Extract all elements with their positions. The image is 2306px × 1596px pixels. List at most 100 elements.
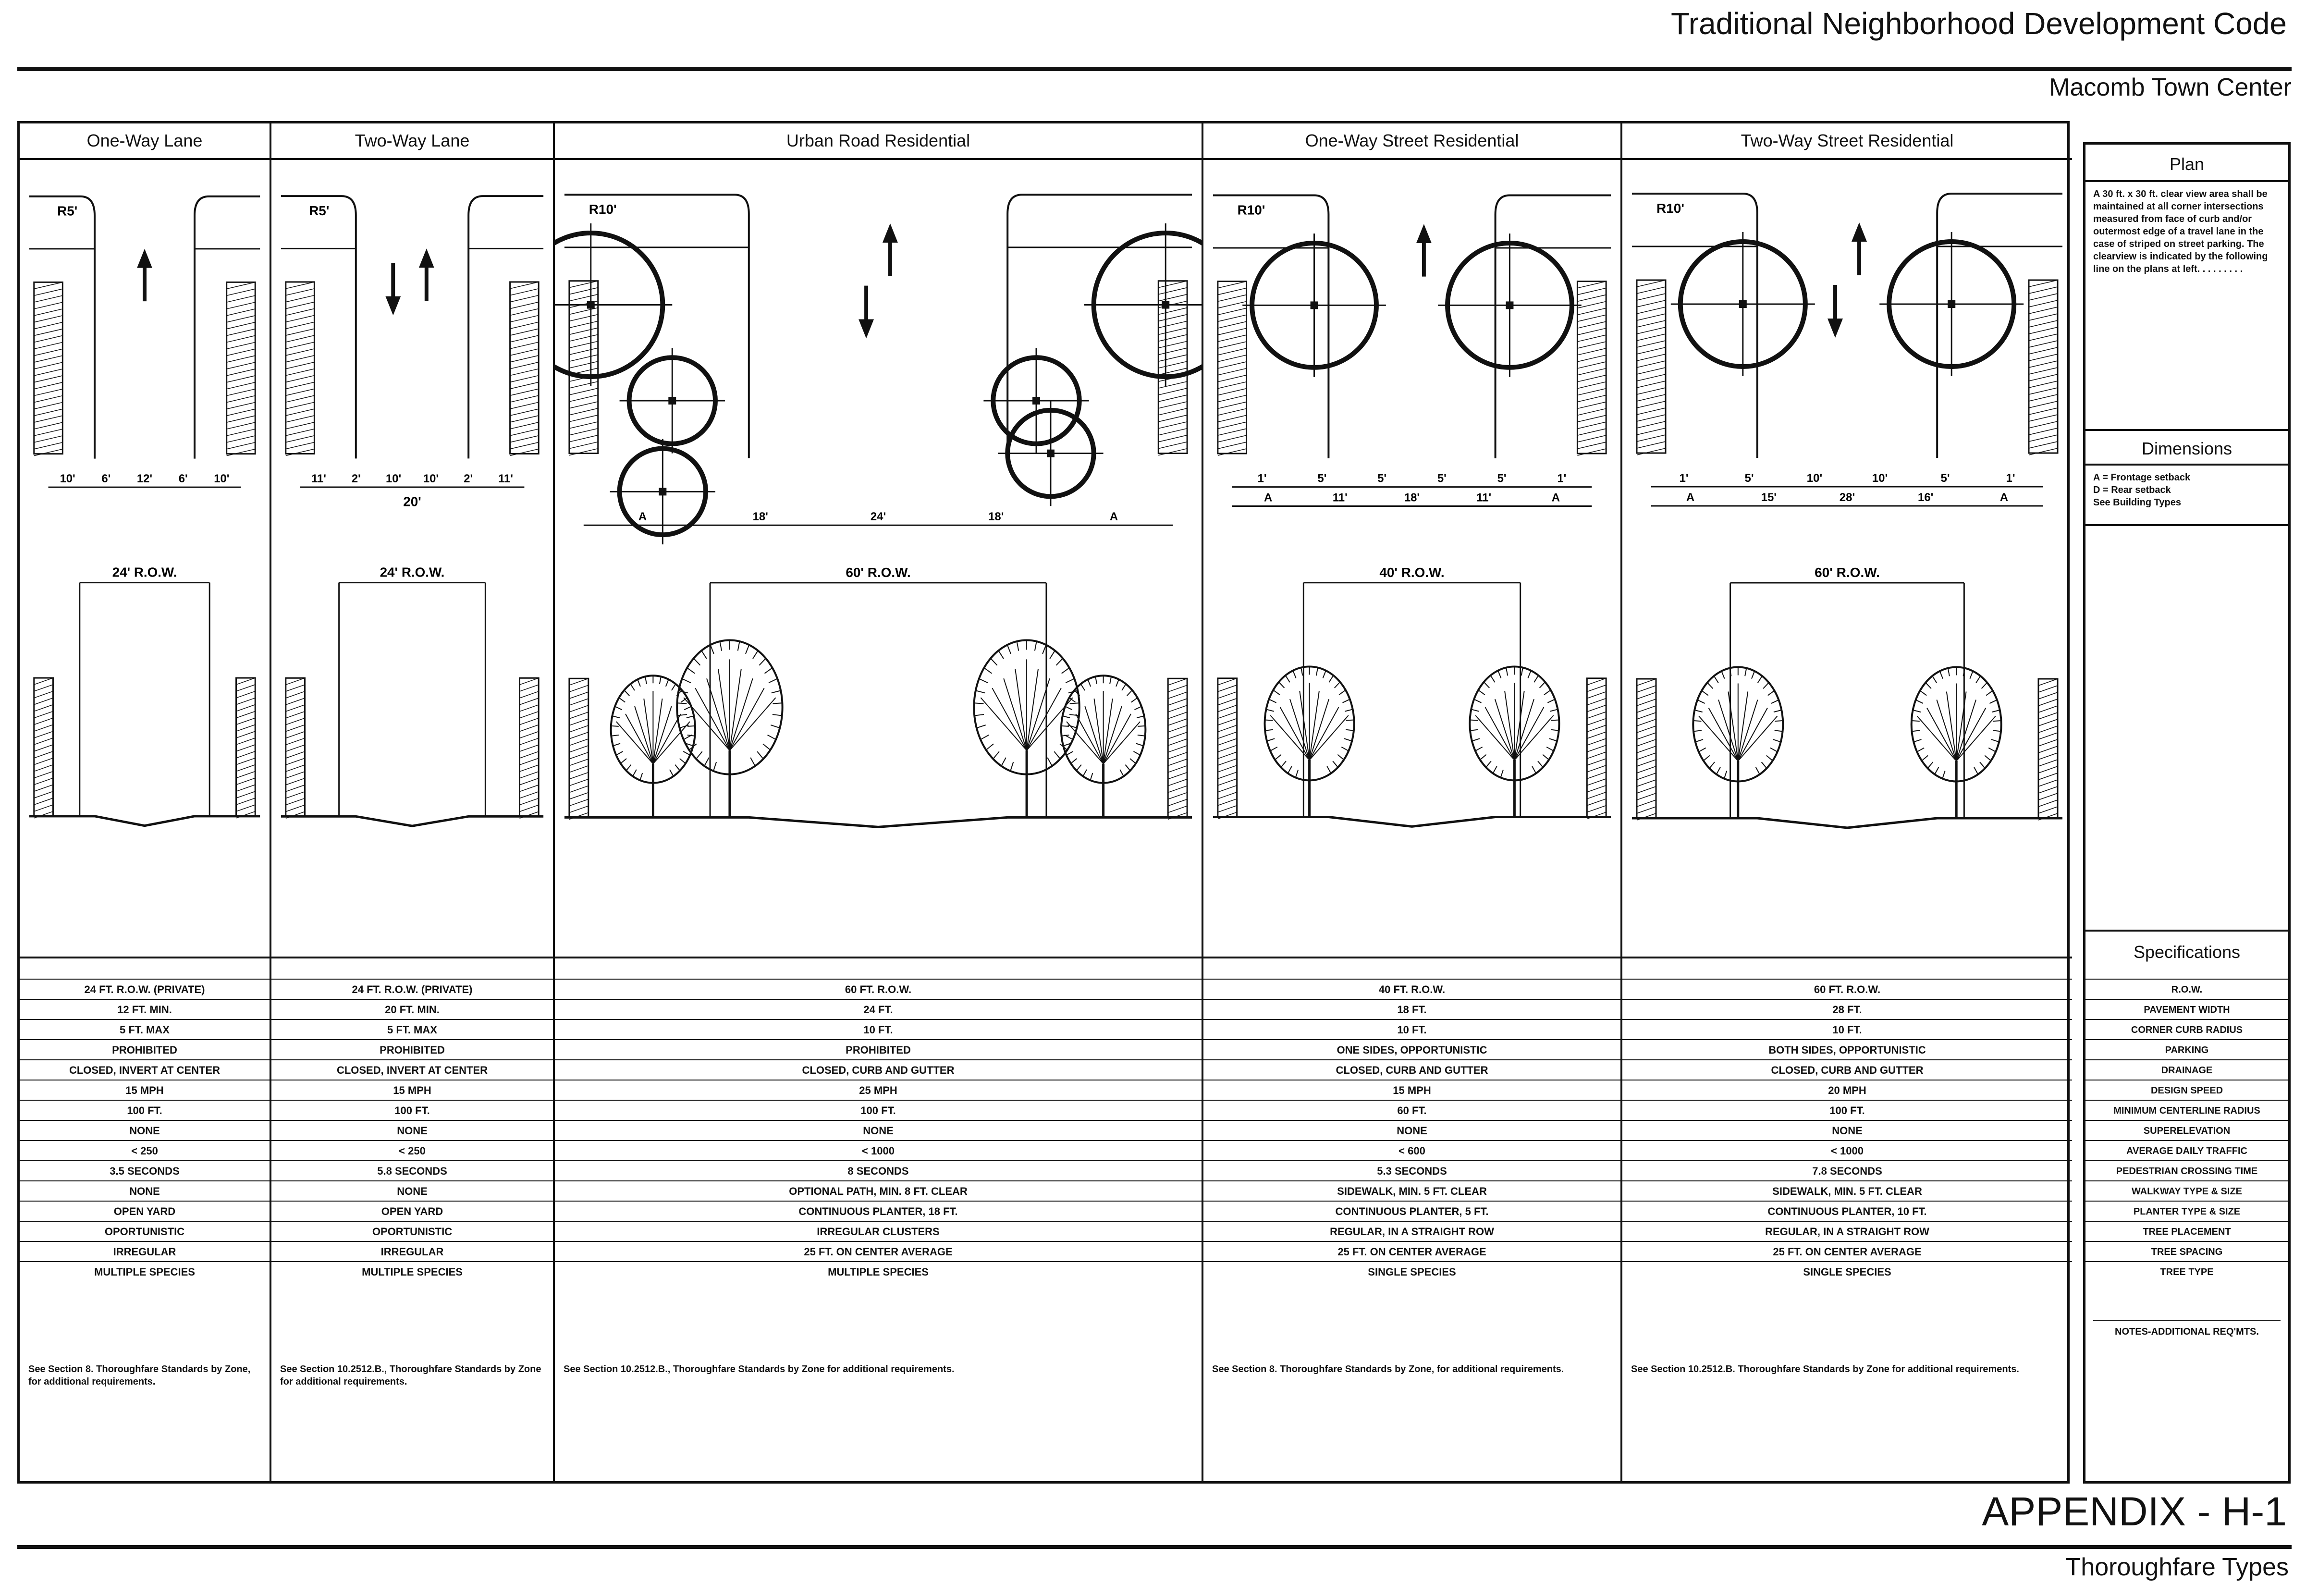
spec-value: 20 MPH: [1622, 1080, 2072, 1101]
plan-and-section-drawing: R5'10'6'12'6'10'24' R.O.W.: [20, 160, 270, 953]
building-right-plan: [2028, 279, 2059, 455]
dimension-label: 6': [179, 472, 188, 485]
curb-radius-label: R10': [1238, 202, 1265, 217]
spec-value: < 1000: [555, 1140, 1202, 1161]
spec-value: NONE: [555, 1120, 1202, 1141]
spec-label: PLANTER TYPE & SIZE: [2085, 1201, 2288, 1222]
spec-value: 25 MPH: [555, 1080, 1202, 1101]
building-left-section: [1636, 678, 1657, 821]
legend-sidebar: Plan A 30 ft. x 30 ft. clear view area s…: [2083, 142, 2291, 1484]
column-notes: See Section 8. Thoroughfare Standards by…: [28, 1364, 251, 1387]
spec-value: 10 ft.: [1203, 1019, 1620, 1040]
street-tree: [973, 639, 1080, 818]
spec-value: 24 ft. R.O.W. (PRIVATE): [20, 979, 270, 1000]
spec-value: NONE: [20, 1180, 270, 1202]
dimension-label: 18': [1404, 491, 1420, 504]
dimension-label: A: [1264, 491, 1272, 504]
dimension-label: 16': [1918, 491, 1933, 504]
column-notes: See Section 8. Thoroughfare Standards by…: [1212, 1364, 1564, 1375]
spec-value: PROHIBITED: [555, 1039, 1202, 1060]
spec-value: PROHIBITED: [20, 1039, 270, 1060]
spec-value: 18 ft.: [1203, 999, 1620, 1020]
street-section-ground: [1213, 816, 1611, 828]
street-tree: [676, 639, 784, 818]
spec-value: ONE SIDES, OPPORTUNISTIC: [1203, 1039, 1620, 1060]
plan-view: [1213, 194, 1611, 458]
spec-value: NONE: [271, 1180, 553, 1202]
dimension-label: 18': [753, 510, 768, 523]
spec-label: DRAINAGE: [2085, 1059, 2288, 1080]
building-right-plan: [509, 281, 540, 456]
spec-value: REGULAR, IN A STRAIGHT ROW: [1203, 1221, 1620, 1242]
clear-view-circle: [1670, 232, 1815, 376]
document-title: Traditional Neighborhood Development Cod…: [1671, 6, 2287, 41]
footer-subtitle: Thoroughfare Types: [2065, 1553, 2289, 1581]
spec-divider: [271, 957, 553, 958]
plan-text: A 30 ft. x 30 ft. clear view area shall …: [2093, 189, 2268, 274]
spec-value: MULTIPLE SPECIES: [555, 1261, 1202, 1282]
building-left-section: [285, 677, 306, 819]
plan-view: [1632, 193, 2062, 458]
spec-value: CLOSED, CURB AND GUTTER: [1203, 1059, 1620, 1080]
building-left-plan: [1636, 279, 1667, 455]
spec-label: WALKWAY TYPE & SIZE: [2085, 1180, 2288, 1202]
specifications-heading: Specifications: [2133, 942, 2241, 962]
row-label: 60' R.O.W.: [846, 565, 910, 580]
spec-value: SIDEWALK, MIN. 5 ft. CLEAR: [1622, 1180, 2072, 1202]
street-tree: [1469, 665, 1560, 817]
dimension-label: A: [2000, 491, 2008, 504]
street-tree: [610, 675, 697, 818]
dimension-label: 12': [137, 472, 152, 485]
direction-arrow-up: [1416, 224, 1432, 277]
spec-value: IRREGULAR: [271, 1241, 553, 1262]
spec-label: SUPERELEVATION: [2085, 1120, 2288, 1141]
curb-radius-label: R5': [57, 203, 77, 218]
dimension-label: A: [1552, 491, 1560, 504]
spec-divider: [1622, 957, 2072, 958]
spec-value: 15 MPH: [1203, 1080, 1620, 1101]
appendix-label: APPENDIX - H-1: [1982, 1489, 2287, 1534]
spec-value: SINGLE SPECIES: [1622, 1261, 2072, 1282]
spec-value: 10 ft.: [555, 1019, 1202, 1040]
dimension-label: 5': [1377, 472, 1386, 485]
spec-divider: [555, 957, 1202, 958]
column-heading: Two-Way Lane: [271, 123, 553, 160]
plan-view: [564, 194, 1192, 458]
dimension-label: 24': [871, 510, 886, 523]
direction-arrow-up: [418, 248, 434, 301]
building-right-section: [1167, 677, 1188, 820]
dimension-label: 28': [1840, 491, 1855, 504]
building-left-plan: [1217, 281, 1248, 456]
spec-label: R.O.W.: [2085, 979, 2288, 1000]
building-right-plan: [226, 281, 256, 456]
spec-divider: [1203, 957, 1620, 958]
spec-value: 28 ft.: [1622, 999, 2072, 1020]
dimension-label: 2': [464, 472, 473, 485]
clear-view-circle: [619, 348, 725, 454]
clear-view-circle: [1242, 233, 1386, 377]
spec-value: 100 ft.: [20, 1100, 270, 1121]
column-heading: One-Way Lane: [20, 123, 270, 160]
dimension-label: 2': [352, 472, 361, 485]
clear-view-circle: [983, 348, 1089, 454]
row-label: 24' R.O.W.: [380, 565, 445, 580]
spec-divider: [20, 957, 270, 958]
dimensions-text: A = Frontage setback D = Rear setback Se…: [2093, 472, 2191, 508]
dimension-label: 15': [1761, 491, 1777, 504]
dimension-label: 11': [1476, 491, 1491, 504]
dimension-label: 5': [1940, 472, 1950, 485]
spec-value: < 250: [20, 1140, 270, 1161]
clear-view-circle: [1084, 223, 1202, 387]
spec-value: 15 MPH: [271, 1080, 553, 1101]
spec-value: SIDEWALK, MIN. 5 ft. CLEAR: [1203, 1180, 1620, 1202]
spec-value: IRREGULAR: [20, 1241, 270, 1262]
row-label: 24' R.O.W.: [112, 565, 177, 580]
spec-label: TREE PLACEMENT: [2085, 1221, 2288, 1242]
dimension-label: 5': [1437, 472, 1447, 485]
spec-label: TREE SPACING: [2085, 1241, 2288, 1262]
